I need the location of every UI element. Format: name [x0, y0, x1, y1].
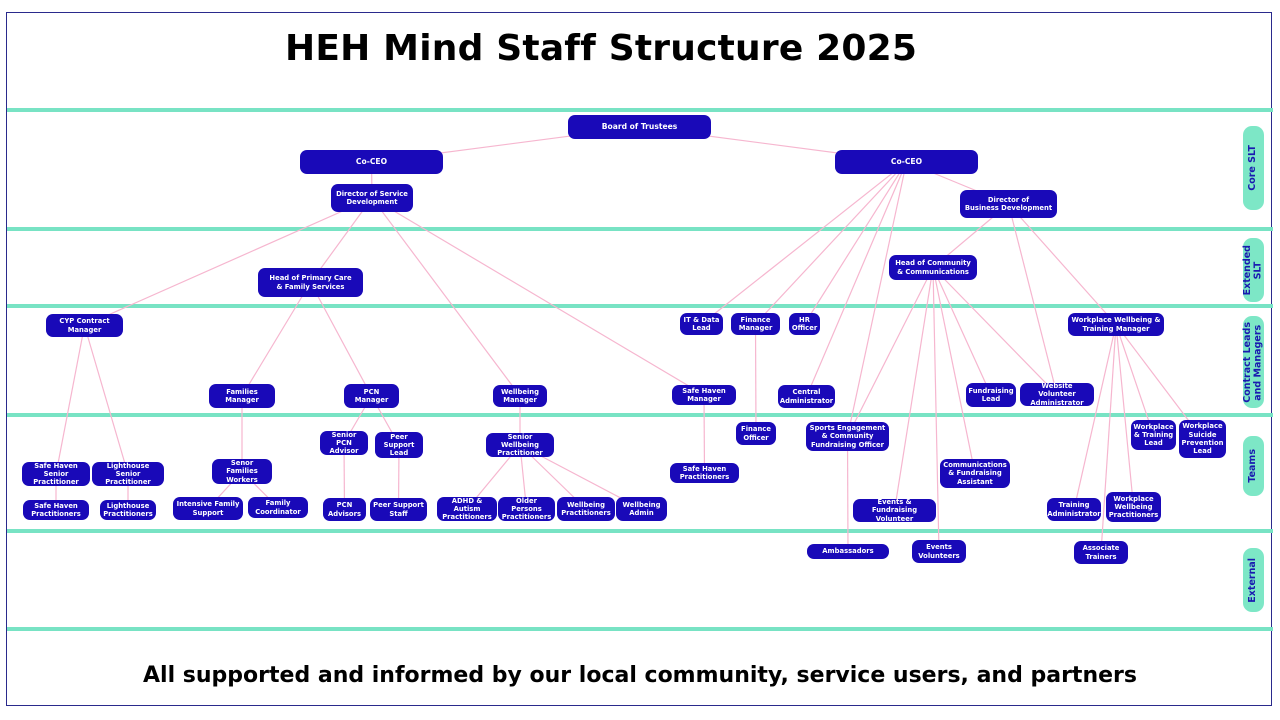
connector-head_community-events_vol: [893, 267, 934, 511]
node-adhd-autism-practitioners: ADHD & Autism Practitioners: [437, 497, 497, 521]
node-safe-haven-practitioners: Safe Haven Practitioners: [23, 500, 89, 520]
node-ambassadors: Ambassadors: [807, 544, 889, 559]
connector-sports-ambassadors: [846, 436, 849, 552]
connector-head_community-events_volunteers: [932, 267, 940, 552]
node-peer-support-lead: Peer Support Lead: [375, 432, 423, 458]
node-fundraising-lead: Fundraising Lead: [966, 383, 1016, 407]
tier-label-external: External: [1243, 548, 1264, 612]
connector-head_community-comms_assistant: [932, 267, 976, 474]
tier-divider: [7, 627, 1273, 631]
connector-dir_service-cyp: [84, 197, 373, 327]
node-safe-haven-senior-practitioner: Safe Haven Senior Practitioner: [22, 462, 90, 486]
connector-finance_mgr-finance_officer: [754, 323, 757, 434]
footer-statement: All supported and informed by our local …: [143, 663, 1137, 688]
node-lighthouse-senior-practitioner: Lighthouse Senior Practitioner: [92, 462, 164, 486]
node-sports-engagement-officer: Sports Engagement & Community Fundraisin…: [806, 422, 889, 451]
diagram-frame: [6, 12, 1272, 706]
tier-divider: [7, 108, 1273, 112]
connector-head_community-fundraising_lead: [932, 267, 992, 396]
tier-divider: [7, 529, 1273, 533]
node-safe-haven-practitioners: Safe Haven Practitioners: [670, 463, 739, 483]
node-peer-support-staff: Peer Support Staff: [370, 498, 427, 521]
tier-label-core-slt: Core SLT: [1243, 126, 1264, 210]
node-families-manager: Families Manager: [209, 384, 275, 408]
node-training-administrator: Training Administrator: [1047, 498, 1101, 521]
connector-dir_service-safehaven_mgr: [371, 197, 705, 396]
node-senior-families-workers: Senor Families Workers: [212, 459, 272, 484]
node-workplace-wellbeing-training-manager: Workplace Wellbeing & Training Manager: [1068, 313, 1164, 336]
connector-coceo2-central_admin: [805, 161, 908, 397]
node-events-fundraising-volunteer: Events & Fundraising Volunteer: [853, 498, 936, 523]
connector-dir_business-workplace_mgr: [1008, 203, 1117, 325]
node-senior-wellbeing-practitioner: Senior Wellbeing Practitioner: [486, 433, 554, 457]
connector-head_primary-pcn_mgr: [309, 282, 373, 397]
node-director-business-development: Director of Business Development: [960, 190, 1057, 218]
node-intensive-family-support: Intensive Family Support: [173, 497, 243, 520]
node-co-ceo: Co-CEO: [300, 150, 443, 174]
tier-divider: [7, 227, 1273, 231]
connector-workplace_mgr-associate_trainers: [1100, 324, 1117, 553]
tier-divider: [7, 304, 1273, 308]
connector-safehaven_mgr-sh_pract2: [703, 394, 706, 474]
connector-workplace_mgr-training_admin: [1073, 324, 1117, 510]
connector-cyp-sh_senior: [55, 325, 86, 475]
tier-label-teams: Teams: [1243, 436, 1264, 496]
node-workplace-suicide-prevention-lead: Workplace Suicide Prevention Lead: [1179, 420, 1226, 458]
node-senior-pcn-advisor: Senior PCN Advisor: [320, 431, 368, 455]
node-safe-haven-manager: Safe Haven Manager: [672, 385, 736, 405]
node-communications-fundraising-assistant: Communications & Fundraising Assistant: [940, 459, 1010, 488]
node-older-persons-practitioners: Older Persons Practitioners: [498, 497, 555, 521]
node-finance-manager: Finance Manager: [731, 313, 780, 335]
node-family-coordinator: Family Coordinator: [248, 497, 308, 518]
connector-coceo2-sports: [846, 161, 908, 437]
node-wellbeing-admin: Wellbeing Admin: [616, 497, 667, 521]
node-it-data-lead: IT & Data Lead: [680, 313, 723, 335]
connector-coceo2-hr: [803, 161, 908, 325]
node-lighthouse-practitioners: Lighthouse Practitioners: [100, 500, 156, 520]
node-director-service-development: Director of Service Development: [331, 184, 413, 212]
node-hr-officer: HR Officer: [789, 313, 820, 335]
connector-head_community-website_admin: [932, 267, 1058, 395]
connector-cyp-lh_senior: [83, 325, 129, 475]
node-associate-trainers: Associate Trainers: [1074, 541, 1128, 564]
node-website-volunteer-administrator: Website Volunteer Administrator: [1020, 382, 1094, 407]
node-head-community-communications: Head of Community & Communications: [889, 255, 977, 280]
node-events-volunteers: Events Volunteers: [912, 540, 966, 563]
node-co-ceo: Co-CEO: [835, 150, 978, 174]
connector-dir_business-website_admin: [1007, 203, 1058, 395]
node-wellbeing-manager: Wellbeing Manager: [493, 385, 547, 407]
node-pcn-advisors: PCN Advisors: [323, 498, 366, 521]
node-workplace-training-lead: Workplace & Training Lead: [1131, 420, 1176, 450]
node-board-of-trustees: Board of Trustees: [568, 115, 711, 139]
node-wellbeing-practitioners: Wellbeing Practitioners: [557, 497, 615, 521]
tier-label-extended-slt: Extended SLT: [1242, 238, 1264, 302]
connector-coceo2-finance_mgr: [755, 161, 907, 325]
connector-head_community-sports: [846, 267, 934, 437]
node-workplace-wellbeing-practitioners: Workplace Wellbeing Practitioners: [1106, 492, 1161, 522]
connector-head_primary-families_mgr: [241, 282, 312, 397]
tier-divider: [7, 413, 1273, 417]
node-finance-officer: Finance Officer: [736, 422, 776, 445]
connector-workplace_mgr-workplace_training_lead: [1115, 324, 1155, 436]
connector-dir_service-wellbeing_mgr: [371, 197, 521, 397]
connector-workplace_mgr-suicide_lead: [1115, 324, 1203, 440]
tier-label-contract-leads: Contract Leads and Managers: [1242, 316, 1264, 408]
connector-workplace_mgr-workplace_pract: [1115, 324, 1135, 508]
node-head-primary-care: Head of Primary Care & Family Services: [258, 268, 363, 297]
node-cyp-contract-manager: CYP Contract Manager: [46, 314, 123, 337]
page-title: HEH Mind Staff Structure 2025: [285, 28, 918, 69]
connector-coceo2-it_data: [701, 161, 907, 325]
node-central-administrator: Central Administrator: [778, 385, 835, 408]
node-pcn-manager: PCN Manager: [344, 384, 399, 408]
